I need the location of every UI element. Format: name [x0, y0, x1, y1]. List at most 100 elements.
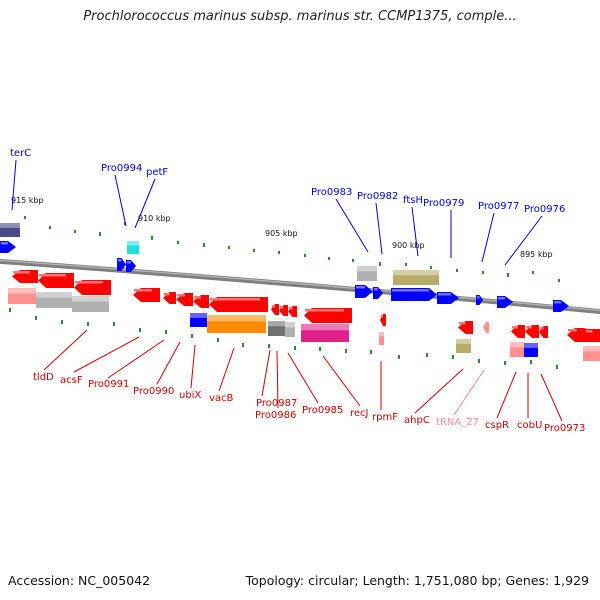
reverse-gene-shine: [289, 307, 293, 310]
gene-label-ubix[interactable]: ubiX: [179, 390, 201, 401]
kbp-scale-markers: 915 kbp 910 kbp 905 kbp 900 kbp 895 kbp: [11, 196, 553, 259]
accession-text: Accession: NC_005042: [8, 573, 151, 588]
leader-line: [411, 206, 419, 257]
gene-label-pro0987[interactable]: Pro0987: [256, 398, 297, 409]
forward-gene-shine: [356, 286, 365, 289]
gene-label-petf[interactable]: petF: [146, 167, 168, 178]
gene-label-recj[interactable]: recJ: [350, 408, 369, 419]
cog-block-shine: [190, 313, 207, 318]
gene-label-rpmf[interactable]: rpmF: [372, 412, 398, 423]
forward-gene-shine: [1, 242, 8, 245]
reverse-gene-shine: [280, 306, 284, 309]
reverse-gene: [74, 280, 111, 295]
position-ticks-bottom: [9, 308, 558, 369]
cog-block-shine: [8, 288, 36, 294]
forward-gene-shine: [498, 297, 505, 300]
forward-gene-shine: [392, 289, 429, 292]
cog-block-shine: [0, 223, 20, 228]
kbp-marker: 910 kbp: [138, 214, 171, 223]
leader-line: [190, 344, 196, 389]
reverse-gene-shine: [305, 309, 344, 312]
gene-label-pro0973[interactable]: Pro0973: [544, 423, 585, 434]
trna-gene-shine: [484, 323, 486, 326]
leader-line: [43, 329, 88, 371]
reverse-gene: [38, 273, 74, 288]
reverse-gene-shine: [381, 315, 383, 318]
gene-label-pro0977[interactable]: Pro0977: [478, 201, 519, 212]
gene-label-pro0985[interactable]: Pro0985: [302, 405, 343, 416]
reverse-gene-shine: [210, 298, 260, 301]
reverse-gene-shine: [568, 329, 577, 332]
leader-line: [322, 355, 361, 407]
leader-line: [496, 371, 517, 419]
gene-label-pro0982[interactable]: Pro0982: [357, 191, 398, 202]
topology-text: Topology: circular; Length: 1,751,080 bp…: [245, 573, 589, 588]
leader-line: [540, 373, 563, 422]
leader-line: [11, 159, 17, 211]
reverse-gene-shine: [164, 293, 170, 296]
cog-block-shine: [393, 270, 439, 276]
gene-label-ftsh[interactable]: ftsH: [403, 195, 423, 206]
gene-features: [0, 223, 600, 361]
reverse-gene-shine: [540, 327, 544, 330]
cog-block-shine: [583, 346, 600, 352]
kbp-marker: 905 kbp: [265, 229, 298, 238]
leader-line: [261, 349, 271, 397]
leader-line: [107, 339, 165, 379]
leader-line: [276, 350, 279, 409]
cog-block-shine: [456, 339, 471, 344]
cog-block: [379, 332, 384, 345]
forward-gene-labels: terC Pro0994 petF Pro0983 Pro0982 ftsH P…: [10, 148, 565, 215]
kbp-marker: 900 kbp: [392, 241, 425, 250]
gene-label-pro0990[interactable]: Pro0990: [133, 386, 174, 397]
gene-label-acsf[interactable]: acsF: [60, 375, 83, 386]
cog-block-shine: [524, 343, 538, 348]
gene-label-tldd[interactable]: tldD: [33, 372, 54, 383]
reverse-gene-labels: tldD acsF Pro0991 Pro0990 ubiX vacB Pro0…: [33, 372, 585, 434]
leader-line: [73, 336, 140, 373]
forward-gene-shine: [127, 261, 131, 264]
gene-label-ahpc[interactable]: ahpC: [404, 415, 430, 426]
cog-block: [285, 322, 295, 337]
leader-line: [335, 198, 369, 253]
map-title: Prochlorococcus marinus subsp. marinus s…: [83, 9, 517, 24]
kbp-marker: 915 kbp: [11, 196, 44, 205]
gene-label-pro0991[interactable]: Pro0991: [88, 379, 129, 390]
gene-label-pro0986[interactable]: Pro0986: [255, 410, 296, 421]
leader-line: [156, 341, 181, 385]
gene-label-pro0983[interactable]: Pro0983: [311, 187, 352, 198]
forward-gene-shine: [374, 288, 378, 291]
gene-label-pro0994[interactable]: Pro0994: [101, 163, 142, 174]
backbone-line: [0, 258, 600, 315]
leader-line: [414, 368, 464, 414]
reverse-gene-shine: [75, 281, 103, 284]
cog-block-shine: [268, 321, 285, 327]
reverse-gene-shine: [39, 274, 66, 277]
reverse-gene: [209, 297, 268, 312]
leader-line: [504, 215, 543, 266]
reverse-gene: [304, 308, 352, 323]
cog-block-shine: [301, 324, 349, 331]
label-leader-lines: [11, 159, 563, 422]
gene-label-vacb[interactable]: vacB: [209, 393, 234, 404]
gene-label-pro0979[interactable]: Pro0979: [423, 198, 464, 209]
cog-block-shine: [285, 322, 295, 328]
gene-label-cspr[interactable]: cspR: [485, 420, 509, 431]
cog-block-shine: [379, 332, 384, 337]
backbone-highlight: [0, 259, 600, 312]
forward-gene-shine: [554, 301, 561, 304]
forward-gene-shine: [118, 259, 122, 262]
cog-block-shine: [72, 296, 109, 302]
leader-line: [218, 347, 235, 392]
reverse-gene-shine: [272, 305, 275, 308]
reverse-gene-shine: [586, 330, 593, 333]
forward-gene-shine: [438, 293, 451, 296]
leader-line: [134, 178, 156, 229]
gene-label-terc[interactable]: terC: [10, 148, 31, 159]
gene-label-pro0976[interactable]: Pro0976: [524, 204, 565, 215]
gene-label-cobu[interactable]: cobU: [517, 420, 542, 431]
gene-label-trna27[interactable]: tRNA_27: [436, 417, 479, 428]
leader-line: [481, 212, 495, 263]
reverse-gene-shine: [512, 326, 518, 329]
